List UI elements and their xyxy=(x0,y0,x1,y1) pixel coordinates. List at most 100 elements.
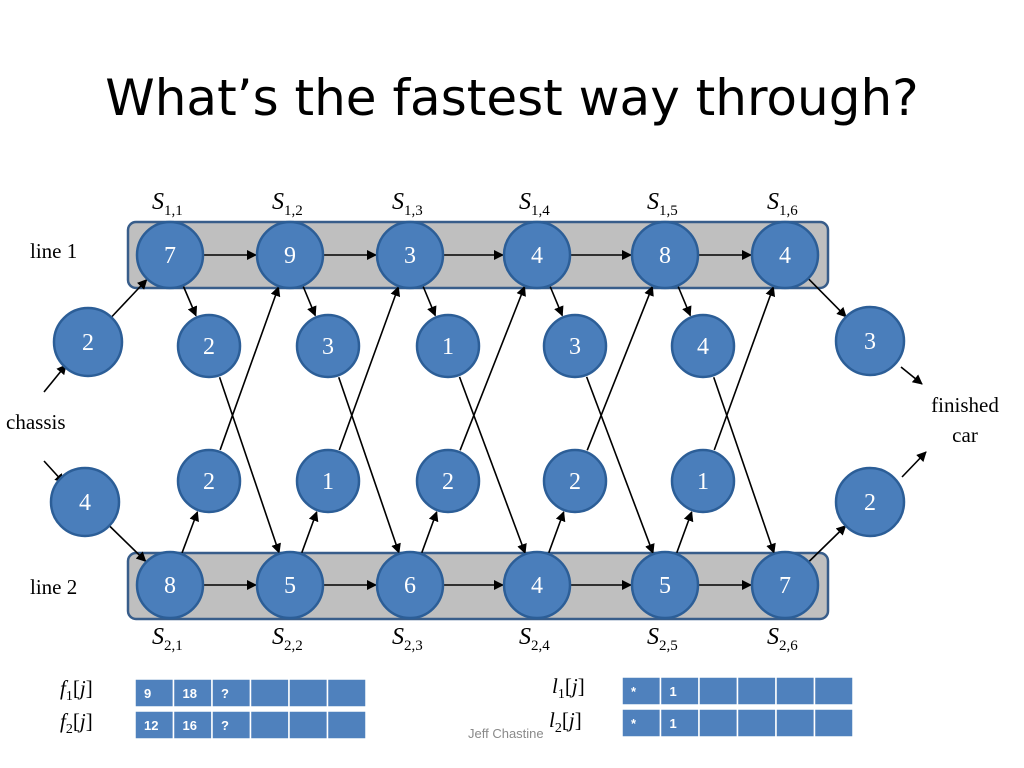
f1-table-cell xyxy=(249,678,290,708)
station-1-6: 4 xyxy=(750,220,820,290)
transfer-arrow xyxy=(585,376,655,555)
station-1-2-circle xyxy=(255,220,325,290)
station-2-2-circle xyxy=(255,550,325,620)
station-2-1: 8 xyxy=(135,550,205,620)
footer-author: Jeff Chastine xyxy=(468,726,544,741)
transfer-2-2-circle xyxy=(295,448,361,514)
exit-arrow-2 xyxy=(808,525,847,562)
station-2-1-value: 8 xyxy=(164,573,176,599)
transfer-arrow xyxy=(300,511,319,554)
station-2-6: 7 xyxy=(750,550,820,620)
station-1-3-circle xyxy=(375,220,445,290)
l1-table-cell xyxy=(659,676,700,706)
station-1-2: 9 xyxy=(255,220,325,290)
f2-table-cell xyxy=(211,710,252,740)
l1-table-cell xyxy=(698,676,739,706)
l2-table: *1 xyxy=(621,708,854,738)
l2-table-cell-value: 1 xyxy=(670,716,677,731)
station-label-1-6: S1,6 xyxy=(767,189,798,219)
f1-table-cell xyxy=(326,678,367,708)
station-2-2-value: 5 xyxy=(284,573,296,599)
entry-node-2: 4 xyxy=(49,466,121,538)
exit-node-2-value: 2 xyxy=(864,490,876,516)
transfer-1-5: 4 xyxy=(670,313,736,379)
transfer-arrow xyxy=(338,286,401,451)
f2-table-cell xyxy=(134,710,175,740)
f2-table-cell-value: ? xyxy=(221,718,229,733)
transfer-1-4-circle xyxy=(542,313,608,379)
station-2-5-value: 5 xyxy=(659,573,671,599)
station-label-1-5: S1,5 xyxy=(647,189,678,219)
exit-node-2-circle xyxy=(834,466,906,538)
f2-table-cell xyxy=(288,710,329,740)
transfer-1-2-circle xyxy=(295,313,361,379)
transfer-1-3: 1 xyxy=(415,313,481,379)
f1-table-cell-value: ? xyxy=(221,686,229,701)
station-2-4-circle xyxy=(502,550,572,620)
transfer-arrow xyxy=(181,510,199,554)
line-1-label: line 1 xyxy=(30,239,77,263)
station-1-1-circle xyxy=(135,220,205,290)
station-1-3: 3 xyxy=(375,220,445,290)
station-2-5-circle xyxy=(630,550,700,620)
station-label-2-5: S2,5 xyxy=(647,624,678,654)
station-2-6-circle xyxy=(750,550,820,620)
transfer-2-2: 1 xyxy=(295,448,361,514)
transfer-arrow xyxy=(547,511,566,554)
transfer-arrow xyxy=(337,376,401,554)
f2-table-cell-value: 16 xyxy=(183,718,197,733)
transfer-arrow xyxy=(182,285,198,317)
f1-table-cell xyxy=(211,678,252,708)
f2-table-cell xyxy=(172,710,213,740)
station-2-4: 4 xyxy=(502,550,572,620)
transfer-2-3: 2 xyxy=(415,448,481,514)
transfer-arrow xyxy=(675,511,694,554)
f1-table-cell xyxy=(288,678,329,708)
transfer-arrow xyxy=(459,285,526,451)
exit-node-1: 3 xyxy=(834,305,906,377)
l2-table-cell xyxy=(621,708,662,738)
l1-table-cell-value: 1 xyxy=(670,684,677,699)
transfer-2-3-value: 2 xyxy=(442,469,454,495)
transfer-arrow xyxy=(712,376,776,554)
f1-label: f1[j] xyxy=(60,676,93,704)
chassis-label: chassis xyxy=(6,410,66,434)
f2-table-cell-value: 12 xyxy=(144,718,158,733)
f2-label: f2[j] xyxy=(60,709,93,737)
station-1-5-circle xyxy=(630,220,700,290)
transfer-2-3-circle xyxy=(415,448,481,514)
station-2-5: 5 xyxy=(630,550,700,620)
l2-table-cell xyxy=(659,708,700,738)
arrow-layer xyxy=(43,250,927,590)
l1-table-cell xyxy=(775,676,816,706)
station-2-6-value: 7 xyxy=(779,573,791,599)
transfer-2-1-value: 2 xyxy=(203,469,215,495)
transfer-arrow xyxy=(420,511,439,554)
transfer-2-5-value: 1 xyxy=(697,469,709,495)
station-1-1-value: 7 xyxy=(164,243,176,269)
finish-arrow-2 xyxy=(901,451,927,478)
transfer-1-4: 3 xyxy=(542,313,608,379)
transfer-1-2: 3 xyxy=(295,313,361,379)
transfer-2-1: 2 xyxy=(176,448,242,514)
entry-node-2-value: 4 xyxy=(79,490,91,516)
l1-label: l1[j] xyxy=(552,674,585,702)
f1-table-cell xyxy=(134,678,175,708)
l2-table-cell xyxy=(775,708,816,738)
entry-node-1-circle xyxy=(52,306,124,378)
entry-arrow-2 xyxy=(108,525,147,562)
transfer-1-3-circle xyxy=(415,313,481,379)
station-2-4-value: 4 xyxy=(531,573,543,599)
entry-arrow-1 xyxy=(110,279,148,318)
f2-table-cell xyxy=(326,710,367,740)
slide-title: What’s the fastest way through? xyxy=(105,69,918,127)
exit-arrow-1 xyxy=(808,278,847,318)
entry-node-2-circle xyxy=(49,466,121,538)
station-label-2-3: S2,3 xyxy=(392,624,423,654)
f1-table-cell xyxy=(172,678,213,708)
chassis-arrow-1 xyxy=(43,364,67,393)
f2-table-cell xyxy=(249,710,290,740)
transfer-2-4: 2 xyxy=(542,448,608,514)
station-label-2-2: S2,2 xyxy=(272,624,303,654)
